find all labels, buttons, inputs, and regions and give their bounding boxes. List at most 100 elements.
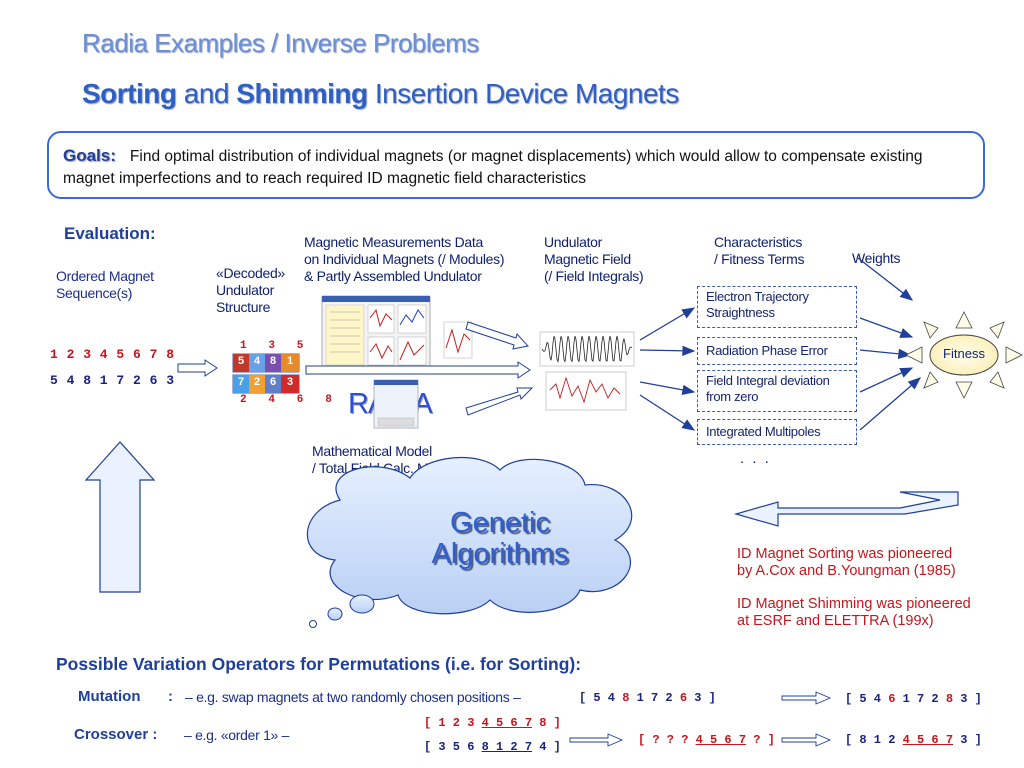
measurements-line3: & Partly Assembled Undulator — [304, 268, 482, 284]
fitness-term-field-integral: Field Integral deviation from zero — [697, 370, 857, 412]
crossover-partial: [ ? ? ? 4 5 6 7 ? ] — [638, 733, 775, 747]
mutation-after-swap1: 6 — [888, 692, 896, 706]
decoded-structure-label: «Decoded» Undulator Structure — [216, 265, 285, 316]
arrow-decoded-to-model — [305, 361, 531, 379]
decoded-line1: «Decoded» — [216, 265, 285, 281]
fitness-label: Fitness — [943, 346, 985, 361]
crossover-label: Crossover : — [74, 726, 158, 743]
crossover-parent1-p2: 8 ] — [532, 716, 561, 730]
undulator-field-line2: Magnetic Field — [544, 251, 631, 267]
fitness-term-trajectory: Electron Trajectory Straightness — [697, 286, 857, 328]
mutation-before: [ 5 4 8 1 7 2 6 3 ] — [579, 691, 716, 705]
crossover-partial-segment: 4 5 6 7 — [695, 733, 747, 747]
goals-text: Find optimal distribution of individual … — [63, 148, 923, 187]
field-integral-plot — [545, 371, 627, 411]
math-model-line1: Mathematical Model — [312, 443, 432, 459]
arrow-crossover-1 — [569, 733, 624, 747]
crossover-parent1-p0: [ 1 2 3 — [424, 716, 482, 730]
arrows-field-to-terms — [639, 307, 696, 431]
characteristics-label: Characteristics / Fitness Terms — [714, 234, 804, 268]
decoded-bottom-numbers: 2 4 6 8 — [240, 394, 333, 406]
ordered-magnet-label: Ordered Magnet Sequence(s) — [56, 268, 154, 302]
fitness-terms-ellipsis: . . . — [740, 450, 771, 467]
ga-cloud — [306, 456, 633, 628]
mutation-before-p4: 3 ] — [687, 691, 716, 705]
block-top-3: 1 — [286, 355, 294, 367]
pioneer1-line1: ID Magnet Sorting was pioneered — [737, 546, 953, 562]
crossover-child-segment: 4 5 6 7 — [902, 733, 954, 747]
pioneer1-line2: by A.Cox and B.Youngman (1985) — [737, 563, 956, 579]
crossover-parent1-segment: 4 5 6 7 — [481, 716, 533, 730]
block-bottom-3: 3 — [286, 376, 294, 388]
evaluation-label: Evaluation: — [64, 224, 156, 243]
pioneer2-line2: at ESRF and ELETTRA (199x) — [737, 613, 934, 629]
crossover-partial-p0: [ ? ? ? — [638, 733, 696, 747]
block-bottom-0: 7 — [237, 376, 245, 388]
mutation-before-swap1: 8 — [622, 691, 630, 705]
measurements-screenshot — [321, 295, 473, 371]
decoded-block-graphic — [232, 353, 300, 394]
crossover-parent-1: [ 1 2 3 4 5 6 7 8 ] — [424, 716, 561, 730]
decoded-line2: Undulator — [216, 282, 275, 298]
undulator-field-plot — [539, 331, 635, 367]
mutation-after-p0: [ 5 4 — [845, 692, 889, 706]
sequence-1: 1 2 3 4 5 6 7 8 — [50, 347, 175, 362]
ga-line2: Algorithms — [431, 538, 569, 570]
title-and: and — [176, 78, 237, 109]
crossover-parent2-p0: [ 3 5 6 — [424, 740, 482, 754]
mutation-label: Mutation — [78, 688, 141, 705]
mutation-before-swap2: 6 — [679, 691, 688, 705]
pioneer-shimming-note: ID Magnet Shimming was pioneered at ESRF… — [737, 596, 971, 630]
undulator-field-line1: Undulator — [544, 234, 603, 250]
ga-label: Genetic Algorithms — [400, 508, 600, 570]
block-top-1: 4 — [253, 355, 261, 367]
arrows-terms-to-fitness — [857, 257, 921, 431]
undulator-field-label: Undulator Magnetic Field (/ Field Integr… — [544, 234, 644, 285]
characteristics-line2: / Fitness Terms — [714, 251, 805, 267]
title-rest: Insertion Device Magnets — [367, 78, 679, 109]
mutation-after-swap2: 8 — [945, 692, 954, 706]
measurements-label: Magnetic Measurements Data on Individual… — [304, 234, 505, 285]
block-top-0: 5 — [237, 355, 245, 367]
title-sorting: Sorting — [82, 78, 177, 109]
arrow-radia-to-model — [465, 387, 534, 416]
title-shimming: Shimming — [236, 78, 368, 109]
fitness-term-phase-error: Radiation Phase Error — [697, 337, 857, 365]
arrow-ga-to-sequences — [84, 441, 156, 593]
arrow-fitness-to-ga — [733, 491, 959, 527]
arrow-seq-to-decoded — [177, 359, 218, 377]
characteristics-line1: Characteristics — [714, 234, 803, 250]
crossover-partial-p2: ? ] — [746, 733, 775, 747]
fitness-term-multipoles: Integrated Multipoles — [697, 419, 857, 445]
mutation-description: – e.g. swap magnets at two randomly chos… — [185, 689, 521, 705]
radia-window — [373, 379, 419, 429]
mutation-before-p0: [ 5 4 — [579, 691, 623, 705]
measurements-line2: on Individual Magnets (/ Modules) — [304, 251, 505, 267]
measurements-line1: Magnetic Measurements Data — [304, 234, 483, 250]
pioneer2-line1: ID Magnet Shimming was pioneered — [737, 596, 971, 612]
crossover-child-p2: 3 ] — [953, 733, 982, 747]
fitness-sun — [905, 311, 1023, 399]
crossover-child: [ 8 1 2 4 5 6 7 3 ] — [845, 733, 982, 747]
arrow-measurements-to-model — [465, 321, 529, 350]
crossover-description: – e.g. «order 1» – — [184, 727, 290, 743]
ordered-magnet-line2: Sequence(s) — [56, 285, 133, 301]
title-line-1: Radia Examples / Inverse Problems — [82, 28, 479, 58]
crossover-parent-2: [ 3 5 6 8 1 2 7 4 ] — [424, 740, 561, 754]
mutation-after: [ 5 4 6 1 7 2 8 3 ] — [845, 692, 982, 706]
mutation-colon: : — [168, 688, 173, 705]
crossover-parent2-p2: 4 ] — [532, 740, 561, 754]
block-top-2: 8 — [269, 355, 277, 367]
undulator-field-line3: (/ Field Integrals) — [544, 268, 644, 284]
ga-line1: Genetic — [450, 507, 550, 539]
mutation-before-p2: 1 7 2 — [629, 691, 680, 705]
goals-label: Goals: — [63, 146, 116, 165]
block-bottom-2: 6 — [269, 376, 277, 388]
arrow-crossover-2 — [781, 733, 832, 747]
crossover-parent2-segment: 8 1 2 7 — [481, 740, 533, 754]
operators-title: Possible Variation Operators for Permuta… — [56, 654, 582, 674]
arrow-mutation — [781, 691, 832, 705]
